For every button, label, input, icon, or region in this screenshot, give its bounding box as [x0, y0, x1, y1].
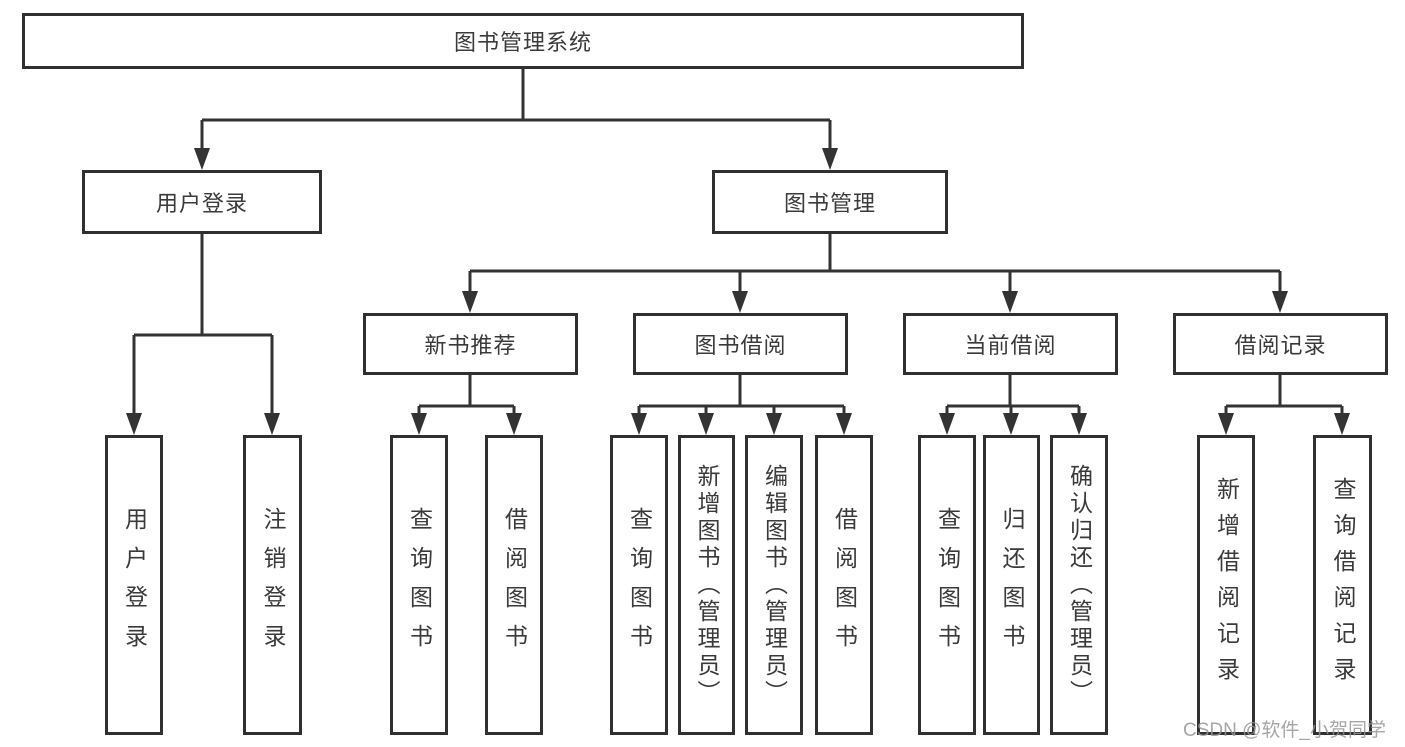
leaf-user-login: 用户登录	[105, 435, 163, 735]
node-book-management: 图书管理	[712, 170, 948, 234]
leaf-query-borrow-record: 查询借阅记录	[1313, 435, 1372, 735]
leaf-label: 查询图书	[626, 507, 653, 663]
leaf-label: 借阅图书	[831, 507, 858, 663]
leaf-return-books: 归还图书	[983, 435, 1040, 735]
leaf-label: 归还图书	[999, 507, 1025, 663]
leaf-add-borrow-record: 新增借阅记录	[1197, 435, 1255, 735]
arrow-icon	[698, 413, 714, 435]
arrow-icon	[264, 413, 280, 435]
node-library-management-system: 图书管理系统	[22, 13, 1024, 69]
leaf-query-books-borrowing: 查询图书	[610, 435, 668, 735]
arrow-icon	[411, 413, 427, 435]
leaf-add-books-admin: 新增图书（管理员）	[678, 435, 735, 735]
arrow-icon	[836, 413, 852, 435]
leaf-label: 查询图书	[406, 507, 433, 663]
arrow-icon	[1334, 413, 1350, 435]
arrow-icon	[732, 291, 748, 313]
wire-recommend-split	[417, 375, 516, 415]
leaf-label: 借阅图书	[501, 507, 528, 663]
leaf-borrow-books-recommend: 借阅图书	[485, 435, 543, 735]
node-new-book-recommend: 新书推荐	[363, 313, 578, 375]
wire-borrowing-split	[637, 375, 846, 415]
leaf-label: 查询图书	[934, 507, 961, 663]
node-user-login: 用户登录	[82, 170, 322, 234]
arrowheads	[126, 148, 1350, 435]
leaf-label: 注销登录	[260, 507, 286, 663]
wire-current-split	[945, 375, 1081, 415]
wire-root-split	[200, 69, 832, 150]
arrow-icon	[194, 148, 210, 170]
arrow-icon	[462, 291, 478, 313]
leaf-query-books-recommend: 查询图书	[390, 435, 448, 735]
arrow-icon	[1071, 413, 1087, 435]
arrow-icon	[506, 413, 522, 435]
leaf-borrow-books-borrowing: 借阅图书	[815, 435, 873, 735]
leaf-query-books-current: 查询图书	[918, 435, 976, 735]
leaf-edit-books-admin: 编辑图书（管理员）	[745, 435, 803, 735]
arrow-icon	[631, 413, 647, 435]
wire-user-login-split	[132, 234, 274, 415]
leaf-label: 用户登录	[121, 507, 148, 663]
arrow-icon	[1272, 291, 1288, 313]
node-label: 新书推荐	[424, 333, 517, 358]
node-label: 图书借阅	[694, 333, 787, 358]
node-label: 当前借阅	[964, 333, 1057, 358]
leaf-label: 查询借阅记录	[1330, 477, 1356, 693]
node-label: 借阅记录	[1234, 333, 1327, 358]
arrow-icon	[126, 413, 142, 435]
leaf-label: 确认归还（管理员）	[1066, 463, 1093, 707]
arrow-icon	[822, 148, 838, 170]
node-current-borrowing: 当前借阅	[903, 313, 1118, 375]
csdn-watermark: CSDN @软件_小贺同学	[1183, 720, 1386, 741]
leaf-confirm-return-admin: 确认归还（管理员）	[1050, 435, 1108, 735]
arrow-icon	[1002, 291, 1018, 313]
node-label: 图书管理	[783, 191, 876, 216]
leaf-label: 编辑图书（管理员）	[761, 463, 788, 707]
arrow-icon	[1218, 413, 1234, 435]
arrow-icon	[766, 413, 782, 435]
node-label: 图书管理系统	[453, 30, 592, 55]
node-book-borrowing: 图书借阅	[633, 313, 848, 375]
leaf-label: 新增图书（管理员）	[694, 463, 720, 707]
leaf-logout: 注销登录	[243, 435, 302, 735]
leaf-label: 新增借阅记录	[1213, 477, 1240, 693]
wire-book-mgmt-split	[468, 234, 1282, 293]
arrow-icon	[1003, 413, 1019, 435]
wire-records-split	[1224, 375, 1344, 415]
node-label: 用户登录	[155, 191, 248, 216]
node-borrow-records: 借阅记录	[1173, 313, 1388, 375]
arrow-icon	[939, 413, 955, 435]
